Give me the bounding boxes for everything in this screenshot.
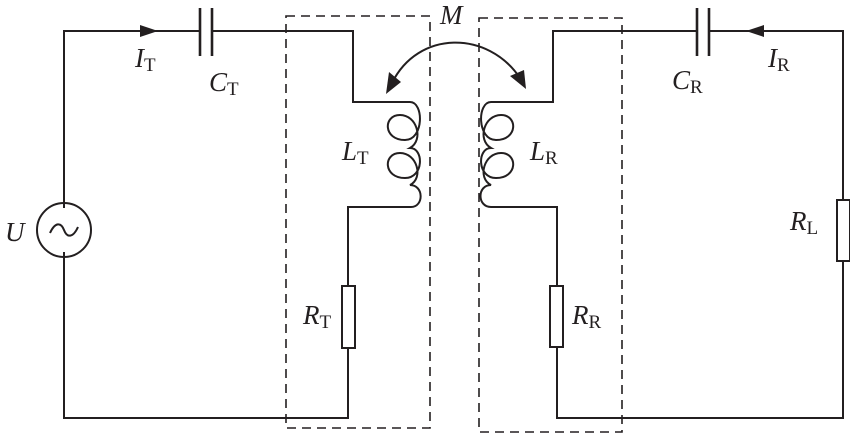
tx-current-arrow-icon	[140, 25, 158, 37]
tx-top-wire-left	[63, 30, 200, 208]
rx-current-arrow-icon	[746, 25, 764, 37]
rx-top-wire-left	[491, 30, 697, 103]
label-mutual-inductance: M	[439, 0, 464, 30]
rx-resistor	[549, 285, 564, 348]
rx-right-lower-wire	[556, 261, 844, 419]
transmitter-circuit	[36, 8, 422, 419]
rx-mid-wire	[491, 206, 558, 286]
load-resistor	[836, 199, 850, 262]
tx-top-wire-right	[212, 30, 410, 103]
receiver-circuit	[479, 8, 850, 419]
label-inductor-rx: LR	[529, 136, 558, 169]
label-current-tx: IT	[134, 43, 156, 76]
tx-inductor-coil	[386, 101, 422, 208]
tx-coil-enclosure	[285, 15, 431, 429]
label-capacitor-rx: CR	[672, 65, 703, 98]
tx-resistor	[341, 285, 356, 349]
rx-inductor-coil	[479, 101, 515, 208]
label-capacitor-tx: CT	[209, 67, 239, 100]
label-resistor-rx: RR	[571, 300, 602, 333]
label-source-voltage: U	[5, 217, 26, 247]
rx-coil-enclosure	[478, 17, 623, 433]
label-inductor-tx: LT	[341, 136, 369, 169]
ac-source-icon	[36, 202, 92, 258]
label-load-resistor: RL	[789, 206, 818, 239]
double-arrow-icon	[386, 41, 526, 94]
label-resistor-tx: RT	[302, 300, 332, 333]
tx-mid-wire	[347, 206, 411, 286]
tx-bottom-wire	[63, 252, 349, 419]
label-current-rx: IR	[767, 43, 790, 76]
